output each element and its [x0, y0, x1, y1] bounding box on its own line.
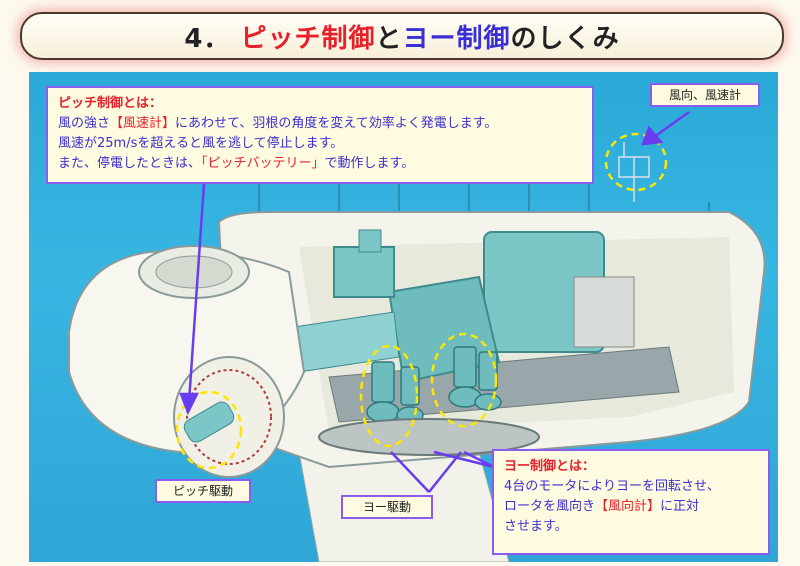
yaw-callout-line1: 4台のモータによりヨーを回転させ、 — [504, 479, 721, 494]
pitch-motor — [183, 401, 235, 443]
nacelle-illustration — [29, 72, 778, 562]
page-title: 4． ピッチ制御 と ヨー制御 のしくみ — [20, 12, 784, 60]
anemometer — [618, 142, 650, 202]
title-pitch: ピッチ制御 — [240, 23, 376, 54]
yaw-callout-heading: ヨー制御とは： — [504, 459, 596, 474]
pitch-callout-heading: ピッチ制御とは： — [58, 96, 163, 111]
anemometer-label: 風向、風速計 — [650, 83, 760, 107]
pitch-callout-line1: 風の強さ【風速計】にあわせて、羽根の角度を変えて効率よく発電します。 — [58, 116, 498, 131]
yaw-drive-label: ヨー駆動 — [341, 495, 433, 519]
pitch-callout-line3: また、停電したときは、「ピッチバッテリー」で動作します。 — [58, 156, 415, 171]
title-yaw: ヨー制御 — [402, 23, 511, 54]
pointer-arrows — [179, 110, 690, 493]
yaw-callout-line3: させます。 — [504, 519, 568, 534]
title-number: 4． — [184, 23, 231, 54]
yaw-callout-line2: ロータを風向き【風向計】に正対 — [504, 499, 700, 514]
pitch-drive-label: ピッチ駆動 — [155, 479, 251, 503]
yaw-control-callout: ヨー制御とは： 4台のモータによりヨーを回転させ、 ロータを風向き【風向計】に正… — [492, 449, 770, 555]
title-suffix: のしくみ — [510, 23, 620, 54]
title-to: と — [375, 23, 403, 54]
highlight-rings — [175, 132, 668, 470]
pitch-control-callout: ピッチ制御とは： 風の強さ【風速計】にあわせて、羽根の角度を変えて効率よく発電し… — [46, 86, 594, 184]
pitch-callout-line2: 風速が25m/sを超えると風を逃して停止します。 — [58, 136, 344, 151]
nacelle-drawing — [68, 110, 766, 562]
